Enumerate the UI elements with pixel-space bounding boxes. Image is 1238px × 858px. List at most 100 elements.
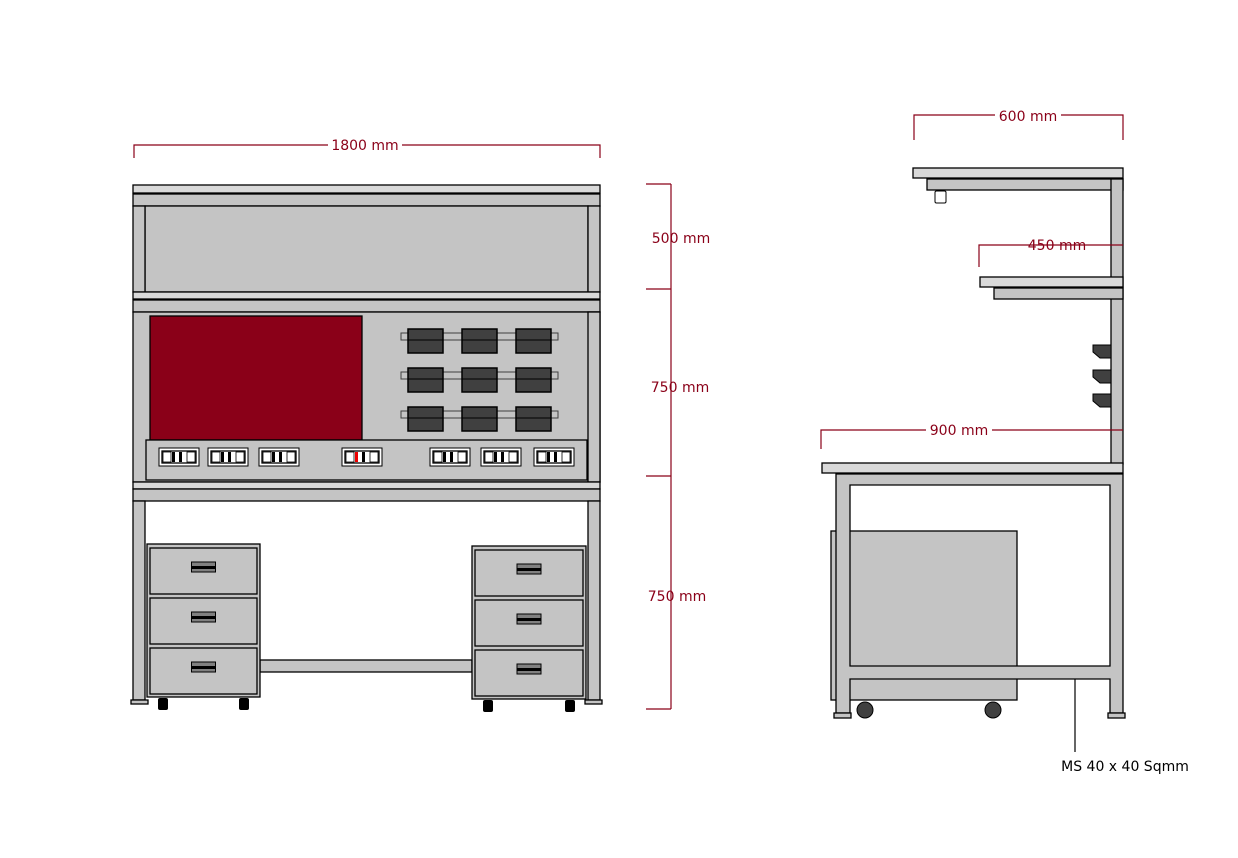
socket-outlet xyxy=(369,451,379,463)
top-shelf-depth-label: 600 mm xyxy=(999,109,1057,125)
foot xyxy=(584,699,603,705)
drawer-pedestal xyxy=(471,545,587,712)
frame-note: MS 40 x 40 Sqmm xyxy=(1061,759,1189,775)
upper-panel xyxy=(144,205,589,293)
storage-bin-icon xyxy=(407,367,444,393)
work-surface xyxy=(132,481,601,490)
switch xyxy=(279,452,282,462)
socket-row xyxy=(158,447,575,467)
socket-outlet xyxy=(262,451,272,463)
foot xyxy=(833,712,852,719)
drawer-pedestals xyxy=(146,543,587,712)
storage-bin-icon xyxy=(461,367,498,393)
side-middle-shelf xyxy=(979,276,1124,288)
storage-bin-icon xyxy=(407,406,444,432)
switch xyxy=(172,452,175,462)
top-shelf-dimension: 600 mm xyxy=(913,108,1124,140)
side-view: 600 mm 450 mm 900 mm MS 40 x 40 Sqmm xyxy=(820,108,1189,775)
drawer-pedestal xyxy=(146,543,261,710)
caster-wheel-icon xyxy=(984,701,1002,719)
side-upright xyxy=(1110,178,1124,465)
caster-wheel-icon xyxy=(158,698,168,710)
socket-outlet xyxy=(561,451,571,463)
foot xyxy=(130,699,149,705)
socket-outlet xyxy=(433,451,443,463)
power-socket-icon xyxy=(158,447,200,467)
storage-bin-icon xyxy=(515,328,552,354)
socket-outlet xyxy=(508,451,518,463)
switch xyxy=(494,452,497,462)
switch xyxy=(179,452,182,462)
socket-outlet xyxy=(484,451,494,463)
power-socket-icon xyxy=(258,447,300,467)
front-view: 1800 mm 500 mm 750 mm 750 mm xyxy=(130,137,710,712)
light-fixture-icon xyxy=(934,190,947,204)
bin-brackets xyxy=(1092,344,1112,408)
switch xyxy=(362,452,365,462)
middle-shelf-depth-label: 450 mm xyxy=(1028,238,1086,254)
handle-grip xyxy=(517,618,541,621)
width-dimension: 1800 mm xyxy=(133,137,601,158)
desk-depth-label: 900 mm xyxy=(930,423,988,439)
side-top-arm xyxy=(926,178,1124,191)
height-label-middle: 750 mm xyxy=(651,380,709,396)
post-right xyxy=(587,311,601,483)
top-shelf xyxy=(132,184,601,194)
drawer xyxy=(474,649,584,697)
switch xyxy=(272,452,275,462)
caster-wheel-icon xyxy=(483,700,493,712)
side-top-shelf xyxy=(912,167,1124,179)
caster-wheel-icon xyxy=(239,698,249,710)
socket-outlet xyxy=(286,451,296,463)
storage-bin-icon xyxy=(407,328,444,354)
bin-rack xyxy=(400,328,559,432)
middle-shelf xyxy=(132,291,601,300)
switch xyxy=(547,452,550,462)
power-socket-icon xyxy=(207,447,249,467)
handle-grip xyxy=(517,568,541,571)
switch xyxy=(228,452,231,462)
switch xyxy=(355,452,358,462)
handle-grip xyxy=(191,616,216,619)
storage-bin-icon xyxy=(461,328,498,354)
socket-outlet xyxy=(186,451,196,463)
socket-outlet xyxy=(235,451,245,463)
cross-bar xyxy=(259,659,473,673)
switch xyxy=(443,452,446,462)
desk-depth-dimension: 900 mm xyxy=(820,422,1123,449)
height-label-bottom: 750 mm xyxy=(648,589,706,605)
side-work-surface xyxy=(821,462,1124,474)
height-label-top: 500 mm xyxy=(652,231,710,247)
upper-post-left xyxy=(132,205,146,293)
socket-outlet xyxy=(211,451,221,463)
socket-outlet xyxy=(537,451,547,463)
storage-bin-icon xyxy=(515,406,552,432)
middle-shelf-dimension: 450 mm xyxy=(978,238,1123,267)
switch xyxy=(450,452,453,462)
middle-beam xyxy=(132,299,601,313)
display-board xyxy=(149,315,363,441)
handle-grip xyxy=(191,566,216,569)
work-surface-beam xyxy=(132,488,601,502)
storage-bin-icon xyxy=(515,367,552,393)
handle-grip xyxy=(517,668,541,671)
switch xyxy=(221,452,224,462)
foot xyxy=(1107,712,1126,719)
caster-wheel-icon xyxy=(565,700,575,712)
top-beam xyxy=(132,193,601,207)
power-socket-icon xyxy=(480,447,522,467)
power-socket-icon xyxy=(341,447,383,467)
width-label: 1800 mm xyxy=(331,138,398,154)
caster-wheel-icon xyxy=(856,701,874,719)
leg-left xyxy=(132,500,146,701)
socket-outlet xyxy=(162,451,172,463)
handle-grip xyxy=(191,666,216,669)
height-dimension: 500 mm 750 mm 750 mm xyxy=(646,183,710,710)
socket-outlet xyxy=(345,451,355,463)
storage-bin-icon xyxy=(461,406,498,432)
switch xyxy=(501,452,504,462)
power-socket-icon xyxy=(533,447,575,467)
socket-outlet xyxy=(457,451,467,463)
side-middle-arm xyxy=(993,287,1124,300)
